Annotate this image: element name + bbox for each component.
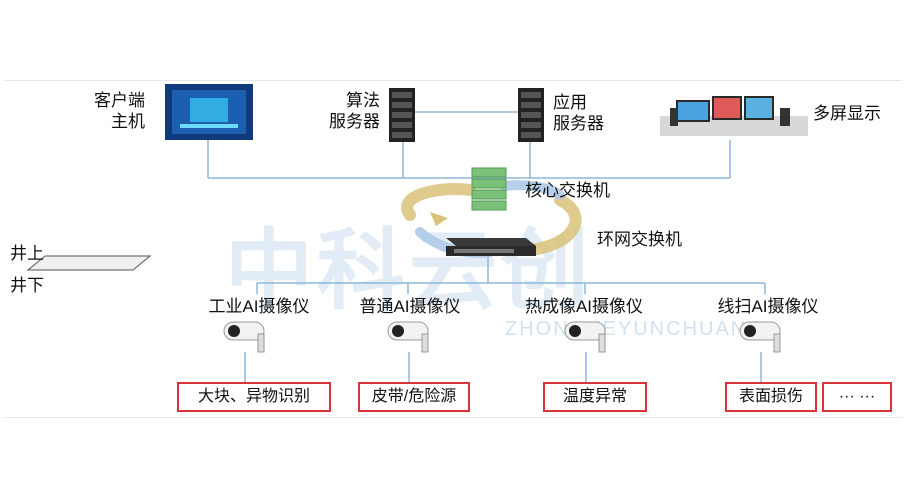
task-box-temperature: 温度异常 <box>543 382 647 412</box>
task-box-surface-damage: 表面损伤 <box>725 382 817 412</box>
core-switch-label: 核心交换机 <box>525 181 610 200</box>
algorithm-server-label: 算法服务器 <box>329 91 380 131</box>
application-server-icon <box>518 88 544 142</box>
camera-label-thermal: 热成像AI摄像仪 <box>524 297 644 316</box>
camera-label-linescan: 线扫AI摄像仪 <box>717 297 819 316</box>
camera-label-standard: 普通AI摄像仪 <box>359 297 461 316</box>
client-host-label: 客户端主机 <box>94 91 145 131</box>
camera-icon <box>223 321 265 353</box>
camera-icon <box>387 321 429 353</box>
multi-screen-label: 多屏显示 <box>813 104 881 123</box>
watermark-logo-text: 中科云创 <box>225 221 594 320</box>
level-below-label: 井下 <box>10 276 44 295</box>
camera-icon <box>739 321 781 353</box>
application-server-label: 应用服务器 <box>553 93 604 133</box>
task-box-belt-hazard: 皮带/危险源 <box>358 382 470 412</box>
camera-label-industrial: 工业AI摄像仪 <box>208 297 310 316</box>
task-box-foreign-object: 大块、异物识别 <box>177 382 331 412</box>
multi-screen-icon <box>660 96 808 136</box>
client-host-icon <box>165 84 253 140</box>
task-box-more: ··· ··· <box>822 382 892 412</box>
ground-plane <box>26 255 152 271</box>
core-switch-icon <box>471 167 507 211</box>
algorithm-server-icon <box>389 88 415 142</box>
camera-icon <box>564 321 606 353</box>
ring-switch-label: 环网交换机 <box>597 230 682 249</box>
level-above-label: 井上 <box>10 244 44 263</box>
ring-switch-icon <box>446 238 536 256</box>
